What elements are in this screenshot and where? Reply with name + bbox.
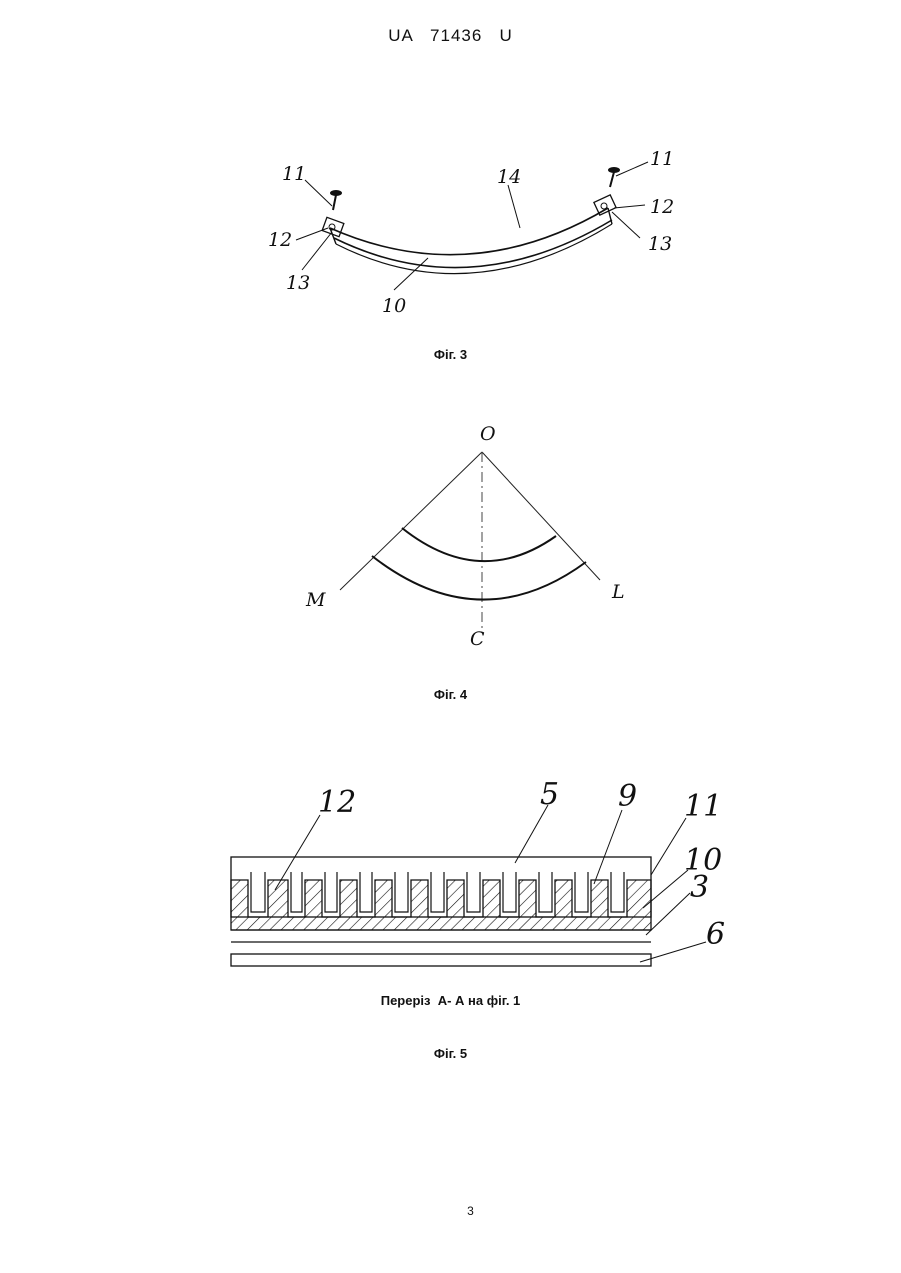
fig5-label-6: 6 — [706, 917, 725, 952]
fig5-label-12: 12 — [318, 785, 356, 820]
fig3-label-14: 14 — [497, 166, 521, 188]
figure-4-caption: Фіг. 4 — [0, 687, 901, 702]
fig5-label-11: 11 — [684, 789, 722, 824]
figure-3-caption: Фіг. 3 — [0, 347, 901, 362]
fig4-label-O: O — [480, 423, 496, 445]
fig5-label-5: 5 — [540, 777, 559, 812]
fig4-label-C: C — [470, 628, 485, 650]
figure-5-section-caption: Переріз А- А на фіг. 1 — [0, 993, 901, 1008]
figure-5-caption: Фіг. 5 — [0, 1046, 901, 1061]
fig3-label-13-right: 13 — [648, 233, 672, 255]
fig3-label-11-right: 11 — [650, 148, 674, 170]
fig3-label-10: 10 — [382, 295, 406, 317]
fig3-label-12-right: 12 — [650, 196, 674, 218]
fig5-label-3: 3 — [690, 870, 709, 905]
fig4-label-M: M — [305, 589, 326, 611]
fig3-label-11-left: 11 — [282, 163, 306, 185]
fig5-label-9: 9 — [618, 779, 637, 814]
fig3-label-12-left: 12 — [268, 229, 292, 251]
page-number: 3 — [0, 1204, 901, 1218]
fig4-label-L: L — [611, 581, 625, 603]
fig3-label-13-left: 13 — [286, 272, 310, 294]
